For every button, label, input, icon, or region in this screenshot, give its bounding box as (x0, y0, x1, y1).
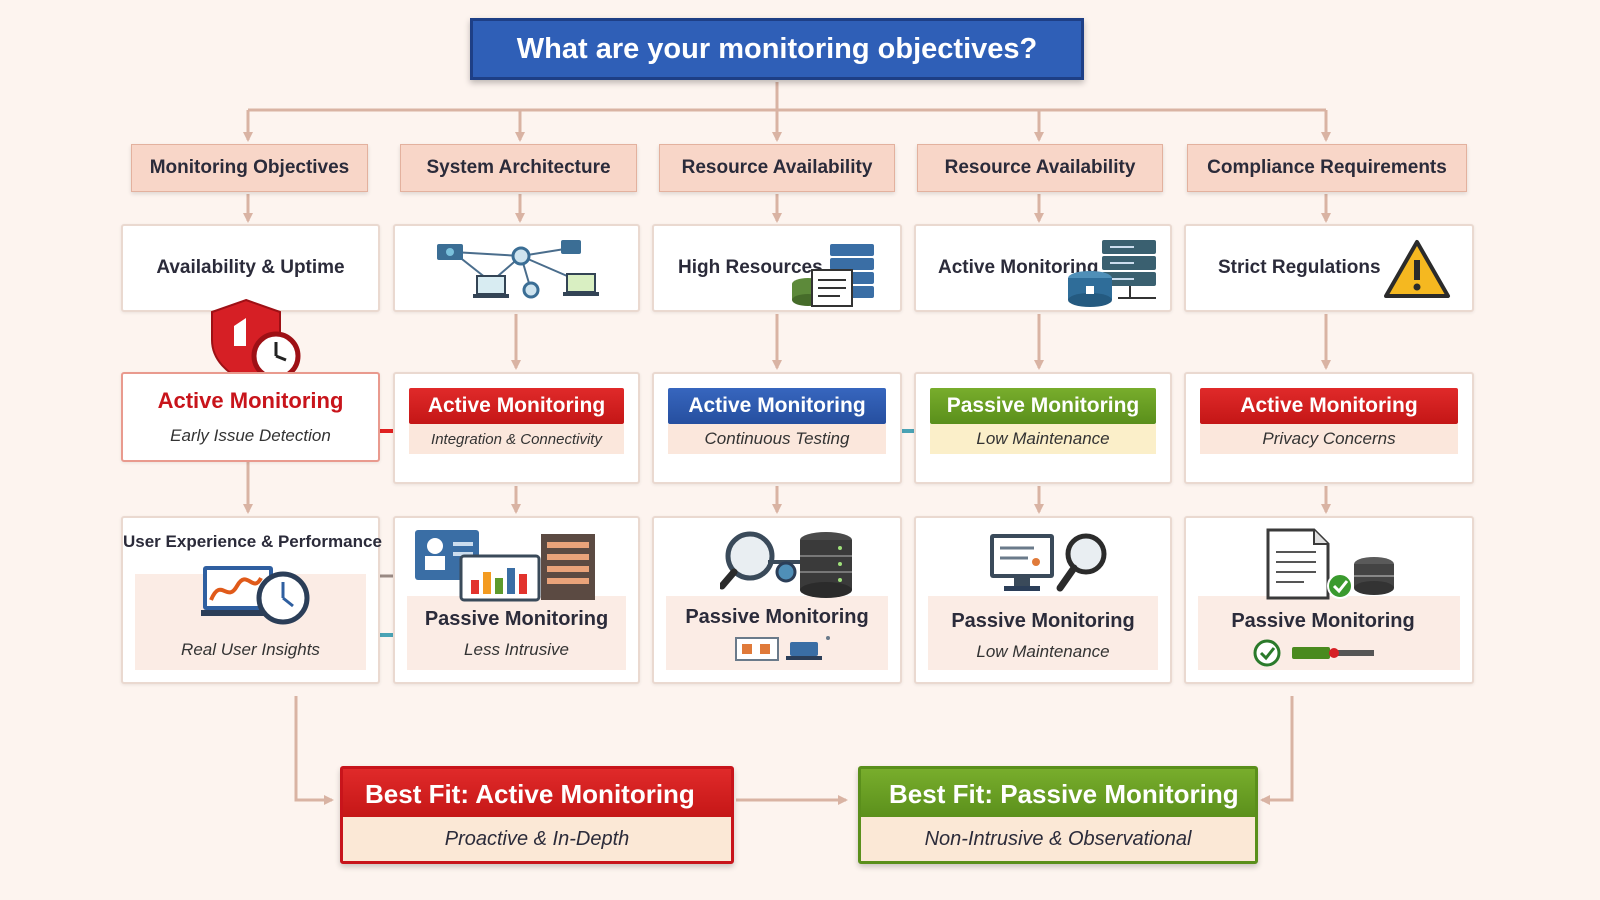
server-document-icon (792, 244, 874, 307)
active-monitoring-label: Active Monitoring (157, 388, 344, 413)
row2-card-integration: Active Monitoring Integration & Connecti… (393, 372, 640, 484)
privacy-concerns-label: Privacy Concerns (1200, 424, 1458, 454)
passive-monitoring-label: Passive Monitoring (424, 608, 609, 630)
row2-card-continuous-testing: Active Monitoring Continuous Testing (652, 372, 902, 484)
early-issue-detection-label: Early Issue Detection (170, 426, 331, 445)
header-resource-availability-2: Resource Availability (917, 144, 1163, 192)
network-topology-icon (437, 240, 599, 299)
passive-monitoring-label: Passive Monitoring (1231, 610, 1415, 632)
row1-card-active-monitoring: Active Monitoring (914, 224, 1172, 312)
best-fit-passive-title: Best Fit: Passive Monitoring (861, 769, 1255, 819)
row2-card-low-maintenance: Passive Monitoring Low Maintenance (914, 372, 1172, 484)
document-database-check-icon (1266, 528, 1394, 600)
row1-card-availability: Availability & Uptime (121, 224, 380, 312)
user-experience-label: User Experience & Performance (123, 532, 382, 551)
header-monitoring-objectives: Monitoring Objectives (131, 144, 368, 192)
shield-clock-icon (211, 298, 301, 384)
continuous-testing-label: Continuous Testing (668, 424, 886, 454)
low-maintenance-label: Low Maintenance (930, 424, 1156, 454)
row3-card-passive-5: Passive Monitoring (1184, 516, 1474, 684)
row1-card-strict-regulations: Strict Regulations (1184, 224, 1474, 312)
row1-card-architecture (393, 224, 640, 312)
row2-card-early-issue-detection: Active Monitoring Early Issue Detection (121, 372, 380, 462)
warning-triangle-icon (1384, 240, 1450, 298)
row1-card-high-resources: High Resources (652, 224, 902, 312)
header-system-architecture: System Architecture (400, 144, 637, 192)
active-monitoring-pill: Active Monitoring (1200, 388, 1458, 424)
performance-clock-icon (201, 566, 310, 625)
passive-monitoring-label: Passive Monitoring (685, 606, 869, 628)
row3-card-user-experience: User Experience & Performance Real User … (121, 516, 382, 684)
row3-card-less-intrusive: Passive Monitoring Less Intrusive (393, 516, 640, 684)
low-maintenance-label: Low Maintenance (976, 642, 1110, 661)
dashboard-reports-icon (415, 530, 595, 602)
page-title: What are your monitoring objectives? (470, 18, 1084, 80)
magnifier-database-icon (720, 531, 852, 598)
best-fit-passive-card: Best Fit: Passive Monitoring Non-Intrusi… (858, 766, 1258, 864)
row3-inner-panel: Passive Monitoring Less Intrusive (407, 596, 626, 670)
passive-monitoring-pill: Passive Monitoring (930, 388, 1156, 424)
best-fit-passive-subtitle: Non-Intrusive & Observational (861, 817, 1255, 861)
row3-inner-panel: Passive Monitoring (1198, 596, 1460, 670)
active-monitoring-pill: Active Monitoring (668, 388, 886, 424)
server-database-icon (1068, 240, 1156, 307)
check-connector-icon (1253, 639, 1374, 667)
passive-monitoring-label: Passive Monitoring (951, 610, 1135, 632)
best-fit-active-title: Best Fit: Active Monitoring (343, 769, 731, 819)
row3-inner-panel: Passive Monitoring (666, 596, 888, 670)
row3-card-passive-3: Passive Monitoring (652, 516, 902, 684)
row3-inner-panel: Passive Monitoring Low Maintenance (928, 596, 1158, 670)
row1-label: Strict Regulations (1218, 257, 1381, 278)
row2-card-privacy-concerns: Active Monitoring Privacy Concerns (1184, 372, 1474, 484)
header-resource-availability-1: Resource Availability (659, 144, 895, 192)
monitor-magnifier-icon (990, 533, 1107, 592)
best-fit-active-subtitle: Proactive & In-Depth (343, 817, 731, 861)
active-monitoring-pill: Active Monitoring (409, 388, 624, 424)
flow-mini-icon (735, 636, 830, 661)
row1-label: Active Monitoring (938, 257, 1099, 278)
row3-card-low-maintenance: Passive Monitoring Low Maintenance (914, 516, 1172, 684)
header-compliance-requirements: Compliance Requirements (1187, 144, 1467, 192)
best-fit-active-card: Best Fit: Active Monitoring Proactive & … (340, 766, 734, 864)
integration-connectivity-label: Integration & Connectivity (409, 424, 624, 454)
real-user-insights-label: Real User Insights (181, 640, 320, 659)
row1-label: High Resources (678, 257, 823, 278)
row1-label: Availability & Uptime (156, 257, 345, 278)
less-intrusive-label: Less Intrusive (464, 640, 569, 659)
